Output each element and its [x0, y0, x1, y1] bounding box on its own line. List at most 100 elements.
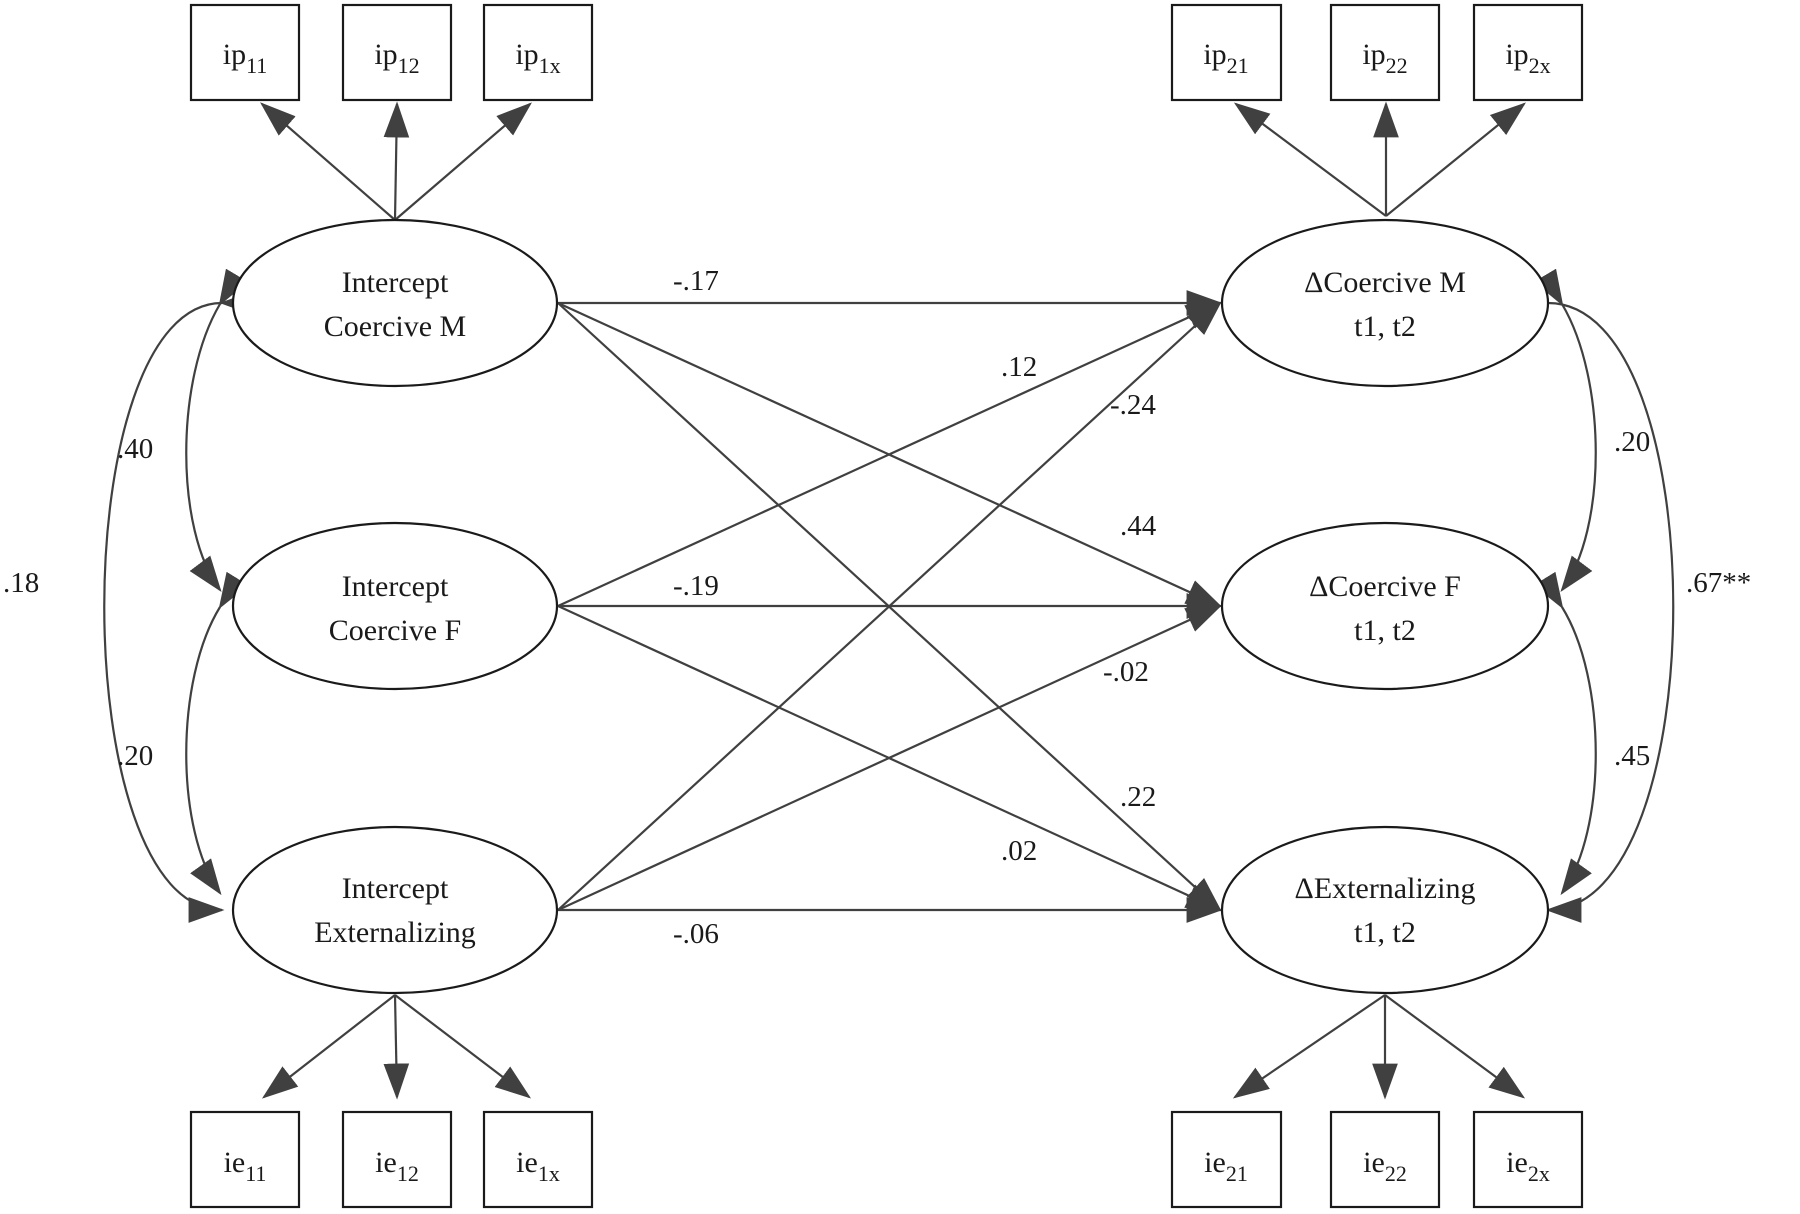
cov-cm-ext-label: .18: [3, 567, 39, 599]
path-ext-to-dcf: [557, 604, 1223, 911]
indicator-ip2x: ip2x: [1472, 3, 1584, 102]
covariances-right: [1514, 268, 1675, 923]
svg-text:ip2x: ip2x: [1505, 38, 1550, 78]
indicator-ip21: ip21: [1170, 3, 1283, 102]
svg-text:ip11: ip11: [223, 38, 268, 78]
path-cf-to-dcm: [557, 301, 1223, 608]
indicator-subscript: 1x: [539, 53, 561, 78]
latent-label-line2: Coercive M: [324, 310, 466, 343]
covariance-labels: .40 .20 .18 .20 .45 .67**: [3, 426, 1751, 772]
indicator-subscript: 1x: [538, 1161, 560, 1186]
coef-cf-to-dext: .02: [1001, 835, 1037, 867]
svg-text:ie12: ie12: [375, 1146, 419, 1186]
indicator-subscript: 2x: [1529, 53, 1551, 78]
svg-text:ie22: ie22: [1363, 1146, 1407, 1186]
covariances-left: [103, 268, 256, 923]
svg-text:ip22: ip22: [1362, 38, 1407, 78]
latent-intercept-externalizing: Intercept Externalizing: [231, 825, 559, 995]
latent-label-line1: ΔCoercive F: [1309, 570, 1461, 603]
svg-text:ie1x: ie1x: [516, 1146, 560, 1186]
indicator-name: ie: [1506, 1146, 1528, 1179]
indicator-name: ip: [223, 38, 246, 71]
latent-label-line1: ΔCoercive M: [1304, 266, 1466, 299]
indicator-name: ie: [516, 1146, 538, 1179]
svg-text:ie11: ie11: [224, 1146, 267, 1186]
indicator-ie11: ie11: [189, 1110, 301, 1209]
indicator-ie21: ie21: [1170, 1110, 1283, 1209]
svg-text:ie21: ie21: [1204, 1146, 1248, 1186]
indicator-subscript: 22: [1385, 1161, 1407, 1186]
cov-dcm-dext-arc: [1514, 290, 1675, 923]
indicator-name: ie: [375, 1146, 397, 1179]
cov-dcm-dcf-arc: [1533, 268, 1597, 593]
svg-text:ip12: ip12: [374, 38, 419, 78]
indicator-subscript: 2x: [1528, 1161, 1550, 1186]
latent-delta-externalizing: ΔExternalizing t1, t2: [1220, 825, 1550, 995]
indicator-name: ie: [1204, 1146, 1226, 1179]
indicator-ie2x: ie2x: [1472, 1110, 1584, 1209]
indicator-name: ie: [224, 1146, 246, 1179]
latent-label-line1: Intercept: [342, 570, 449, 603]
indicator-subscript: 21: [1227, 53, 1249, 78]
latent-label-line2: t1, t2: [1354, 916, 1416, 949]
loadings-top-right: [1233, 101, 1526, 217]
latent-label-line2: Coercive F: [329, 614, 461, 647]
coef-cf-to-dcf: -.19: [673, 570, 719, 602]
path-coefficients: -.17 .12 -.24 .44 -.19 -.02 .22 .02 -.06: [673, 265, 1157, 950]
path-ext-to-dcm: [557, 301, 1222, 911]
cov-dcf-dext-label: .45: [1614, 740, 1650, 772]
svg-text:ip1x: ip1x: [515, 38, 560, 78]
loadings-bottom-left: [261, 994, 532, 1100]
coef-ext-to-dext: -.06: [673, 918, 719, 950]
indicator-name: ip: [515, 38, 538, 71]
indicator-name: ip: [1505, 38, 1528, 71]
latent-delta-coercive-f: ΔCoercive F t1, t2: [1220, 521, 1550, 691]
cov-cf-ext-label: .20: [117, 740, 153, 772]
svg-text:ie2x: ie2x: [1506, 1146, 1550, 1186]
latent-label-line1: ΔExternalizing: [1295, 872, 1476, 905]
cov-cm-ext-arc: [103, 290, 256, 923]
indicator-name: ip: [374, 38, 397, 71]
coef-ext-to-dcm: -.24: [1110, 389, 1156, 421]
cov-cm-cf-arc: [185, 268, 249, 593]
cov-dcm-dext-label: .67**: [1686, 567, 1751, 599]
latent-label-line1: Intercept: [342, 872, 449, 905]
indicator-subscript: 21: [1226, 1161, 1248, 1186]
latent-label-line2: t1, t2: [1354, 310, 1416, 343]
loadings-bottom-right: [1232, 994, 1526, 1100]
cov-dcm-dcf-label: .20: [1614, 426, 1650, 458]
indicator-subscript: 11: [245, 1161, 266, 1186]
indicator-ip1x: ip1x: [482, 3, 594, 102]
structural-paths: [557, 290, 1223, 923]
coef-cf-to-dcm: .12: [1001, 351, 1037, 383]
indicator-name: ip: [1362, 38, 1385, 71]
latent-intercept-coercive-m: Intercept Coercive M: [231, 218, 559, 388]
coef-cm-to-dext: .22: [1120, 781, 1156, 813]
indicator-name: ip: [1203, 38, 1226, 71]
cov-cf-ext-arc: [185, 571, 249, 896]
indicator-ie1x: ie1x: [482, 1110, 594, 1209]
latent-delta-coercive-m: ΔCoercive M t1, t2: [1220, 218, 1550, 388]
coef-cm-to-dcf: .44: [1120, 510, 1157, 542]
loadings-top-left: [260, 101, 532, 221]
indicator-ie22: ie22: [1329, 1110, 1441, 1209]
coef-ext-to-dcf: -.02: [1103, 656, 1149, 688]
latent-label-line1: Intercept: [342, 266, 449, 299]
latent-label-line2: t1, t2: [1354, 614, 1416, 647]
indicator-subscript: 12: [398, 53, 420, 78]
latent-intercept-coercive-f: Intercept Coercive F: [231, 521, 559, 691]
cov-cm-cf-label: .40: [117, 433, 153, 465]
indicator-ip22: ip22: [1329, 3, 1441, 102]
svg-text:ip21: ip21: [1203, 38, 1248, 78]
indicator-subscript: 11: [246, 53, 267, 78]
latent-label-line2: Externalizing: [314, 916, 476, 949]
indicator-subscript: 12: [397, 1161, 419, 1186]
indicator-ie12: ie12: [341, 1110, 453, 1209]
indicator-subscript: 22: [1386, 53, 1408, 78]
indicator-name: ie: [1363, 1146, 1385, 1179]
indicator-ip11: ip11: [189, 3, 301, 102]
cov-dcf-dext-arc: [1533, 571, 1597, 896]
coef-cm-to-dcm: -.17: [673, 265, 719, 297]
indicator-ip12: ip12: [341, 3, 453, 102]
